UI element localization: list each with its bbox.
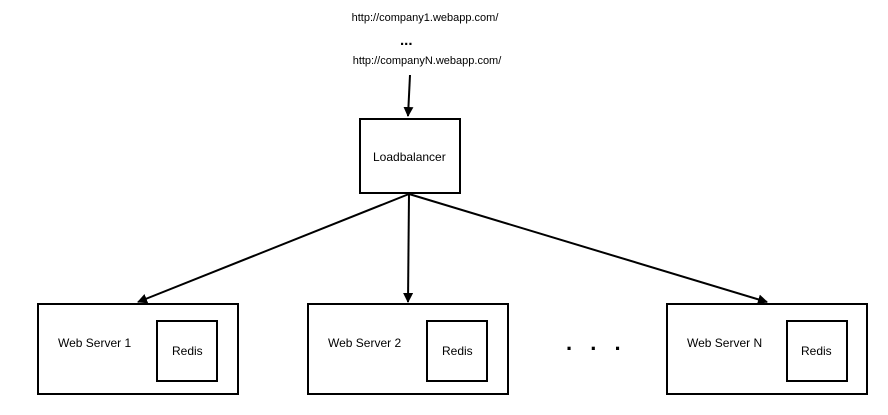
redis-1-box: Redis [156,320,218,382]
web-server-n-box: Web Server N Redis [666,303,868,395]
web-server-1-box: Web Server 1 Redis [37,303,239,395]
url-last: http://companyN.webapp.com/ [352,55,502,67]
loadbalancer-label: Loadbalancer [373,150,446,164]
web-server-2-label: Web Server 2 [328,336,402,350]
web-server-1-label: Web Server 1 [58,336,132,350]
arrow-urls-to-loadbalancer [403,74,414,117]
redis-2-box: Redis [426,320,488,382]
url-ellipsis: ... [400,32,413,49]
redis-2-label: Redis [442,344,473,358]
redis-1-label: Redis [172,344,203,358]
arrow-loadbalancer-to-server-n [408,193,768,305]
url-first: http://company1.webapp.com/ [351,12,499,24]
servers-ellipsis: . . . [566,330,627,355]
web-server-2-box: Web Server 2 Redis [307,303,509,395]
arrow-loadbalancer-to-server-1 [137,193,410,304]
loadbalancer-box: Loadbalancer [359,118,461,194]
redis-n-box: Redis [786,320,848,382]
arrow-loadbalancer-to-server-2 [403,193,414,303]
web-server-n-label: Web Server N [687,336,763,350]
redis-n-label: Redis [801,344,832,358]
